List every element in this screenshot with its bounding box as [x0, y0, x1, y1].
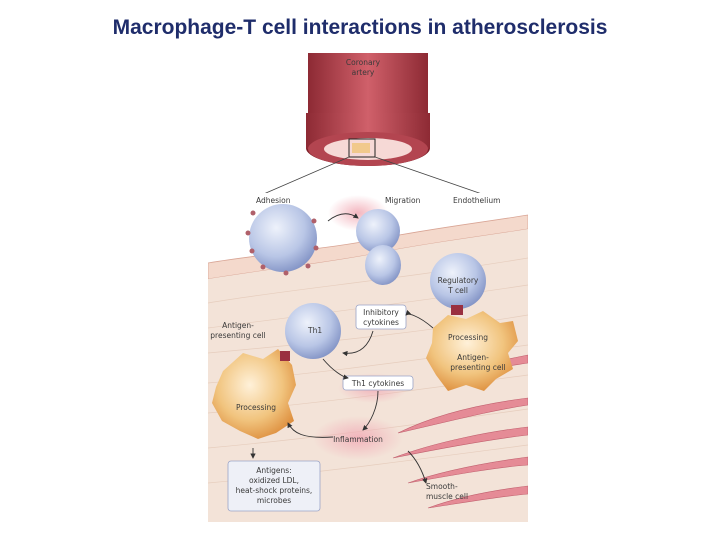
- coronary-artery-label-2: artery: [352, 68, 375, 77]
- coronary-artery-label-1: Coronary: [346, 58, 381, 67]
- coronary-artery: [306, 53, 430, 166]
- adhesion-label: Adhesion: [256, 196, 291, 205]
- regulatory-t-cell-label-1: Regulatory: [438, 276, 479, 285]
- processing-left-label: Processing: [236, 403, 276, 412]
- slide-title: Macrophage-T cell interactions in athero…: [112, 16, 608, 39]
- inhibitory-cytokines-box: [355, 304, 407, 330]
- th1-cytokines-label: Th1 cytokines: [351, 379, 404, 388]
- atherosclerosis-illustration: Coronary artery Adhesion: [208, 53, 528, 522]
- smooth-muscle-label-1: Smooth-: [426, 482, 458, 491]
- antigens-box: [227, 460, 321, 512]
- inflammation-label: Inflammation: [333, 435, 383, 444]
- apc-left-label-1: Antigen-: [222, 321, 254, 330]
- regulatory-t-cell-label-2: T cell: [447, 286, 468, 295]
- smooth-muscle-cells: [392, 354, 528, 509]
- antigen-presenting-cell-right: [426, 311, 518, 391]
- antigen-presenting-cell-left: [212, 349, 296, 439]
- antigens-label-4: microbes: [257, 496, 291, 505]
- apc-right-label-1: Antigen-: [457, 353, 489, 362]
- apc-left-label-2: presenting cell: [210, 331, 265, 340]
- regulatory-t-cell: [430, 253, 486, 315]
- adhesion-t-cell: [245, 204, 319, 276]
- th1-label: Th1: [307, 326, 322, 335]
- migration-label: Migration: [385, 196, 421, 205]
- smooth-muscle-label-2: muscle cell: [426, 492, 468, 501]
- migrating-t-cell: [356, 209, 401, 285]
- antigens-label-2: oxidized LDL,: [249, 476, 299, 485]
- antigens-label-1: Antigens:: [256, 466, 291, 475]
- pathway-arrows: [250, 213, 434, 484]
- apc-right-label-2: presenting cell: [450, 363, 505, 372]
- th1-cytokines-box: [342, 375, 414, 391]
- processing-right-label: Processing: [448, 333, 488, 342]
- inhibitory-cytokines-label-2: cytokines: [363, 318, 399, 327]
- inhibitory-cytokines-label-1: Inhibitory: [363, 308, 399, 317]
- inflammation-glow: [313, 416, 403, 460]
- antigens-label-3: heat-shock proteins,: [236, 486, 313, 495]
- endothelium-label: Endothelium: [453, 196, 500, 205]
- th1-cell: [285, 303, 341, 359]
